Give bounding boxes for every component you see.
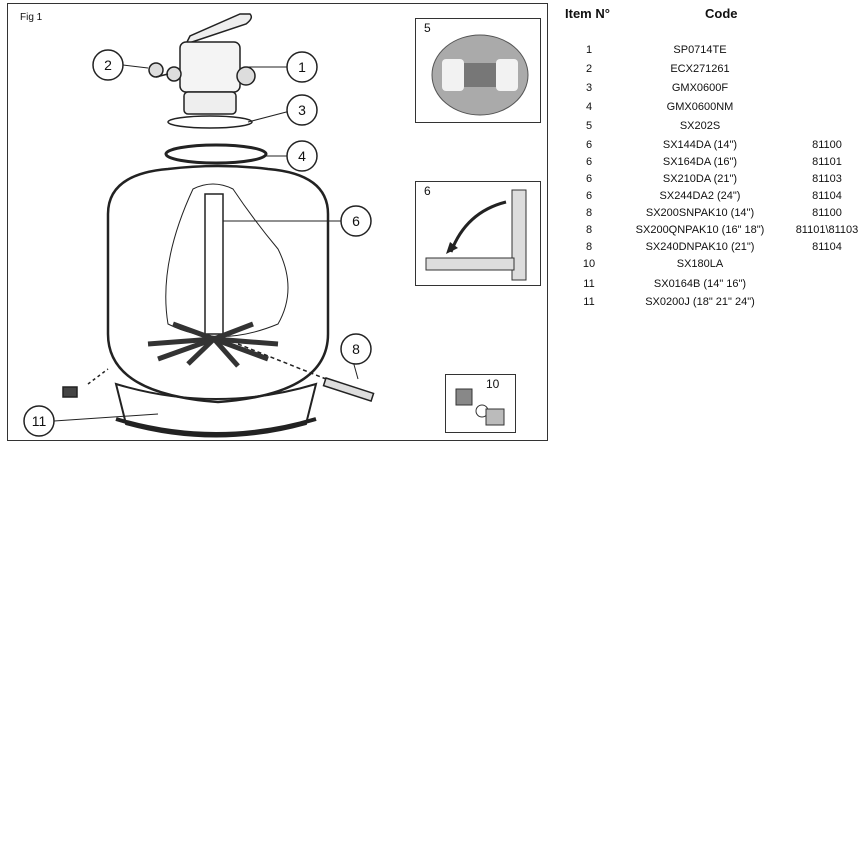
table-row: 11 SX0164B (14" 16") (560, 278, 865, 294)
part-code: SX164DA (16") (662, 156, 738, 168)
item-number: 3 (585, 82, 593, 94)
model-ref: 81104 (812, 241, 842, 253)
table-row: 8 SX200QNPAK10 (16" 18") 81101\81103 (560, 224, 865, 240)
part-code: SX244DA2 (24") (659, 190, 741, 202)
table-row: 5 SX202S (560, 120, 865, 136)
item-number: 6 (585, 173, 593, 185)
table-row: 10 SX180LA (560, 258, 865, 274)
exploded-parts-diagram: Fig 1 1 2 3 4 6 8 11 5 6 10 (7, 3, 548, 441)
part-code: GMX0600F (671, 82, 729, 94)
table-row: 1 SP0714TE (560, 44, 865, 60)
table-row: 11 SX0200J (18" 21" 24") (560, 296, 865, 312)
part-code: SX202S (679, 120, 721, 132)
item-number: 8 (585, 207, 593, 219)
callout-2: 2 (104, 57, 112, 73)
table-row: 6 SX210DA (21") 81103 (560, 173, 865, 189)
part-code: SX0164B (14" 16") (653, 278, 747, 290)
table-row: 8 SX200SNPAK10 (14") 81100 (560, 207, 865, 223)
model-ref: 81104 (812, 190, 842, 202)
model-ref: 81101 (812, 156, 842, 168)
part-code: GMX0600NM (666, 101, 734, 113)
table-row: 4 GMX0600NM (560, 101, 865, 117)
part-code: SX200QNPAK10 (16" 18") (635, 224, 765, 236)
part-code: SX180LA (676, 258, 724, 270)
model-ref: 81101\81103 (795, 224, 859, 236)
item-number: 6 (585, 156, 593, 168)
table-row: 2 ECX271261 (560, 63, 865, 79)
part-code: SX0200J (18" 21" 24") (645, 296, 755, 308)
model-ref: 81103 (812, 173, 842, 185)
item-number: 5 (585, 120, 593, 132)
inset-6: 6 (415, 181, 541, 286)
item-number: 2 (585, 63, 593, 75)
item-number: 8 (585, 241, 593, 253)
callout-6: 6 (352, 213, 360, 229)
part-code: SX200SNPAK10 (14") (645, 207, 755, 219)
model-ref: 81100 (812, 207, 842, 219)
table-row: 6 SX244DA2 (24") 81104 (560, 190, 865, 206)
part-code: SX144DA (14") (662, 139, 738, 151)
table-row: 3 GMX0600F (560, 82, 865, 98)
callout-11: 11 (32, 413, 47, 429)
item-number: 11 (583, 296, 595, 308)
table-row: 6 SX144DA (14") 81100 (560, 139, 865, 155)
callout-4: 4 (298, 148, 306, 164)
callout-8: 8 (352, 341, 360, 357)
item-number: 6 (585, 139, 593, 151)
item-number: 6 (585, 190, 593, 202)
item-number: 4 (585, 101, 593, 113)
item-number: 10 (582, 258, 596, 270)
part-code: SX210DA (21") (662, 173, 738, 185)
part-code: ECX271261 (670, 63, 730, 75)
item-number: 11 (583, 278, 595, 290)
model-ref: 81100 (812, 139, 842, 151)
callout-3: 3 (298, 102, 306, 118)
filter-drawing: 1 2 3 4 6 8 11 (23, 13, 375, 438)
part-code: SP0714TE (673, 44, 727, 56)
inset-5: 5 (415, 18, 541, 123)
callout-1: 1 (298, 59, 306, 75)
item-number: 1 (585, 44, 593, 56)
table-row: 6 SX164DA (16") 81101 (560, 156, 865, 172)
header-code: Code (705, 6, 738, 21)
table-row: 8 SX240DNPAK10 (21") 81104 (560, 241, 865, 257)
inset-10: 10 (445, 374, 516, 433)
item-number: 8 (585, 224, 593, 236)
header-item-no: Item N° (565, 6, 610, 21)
part-code: SX240DNPAK10 (21") (645, 241, 755, 253)
figure-label: Fig 1 (20, 12, 43, 23)
